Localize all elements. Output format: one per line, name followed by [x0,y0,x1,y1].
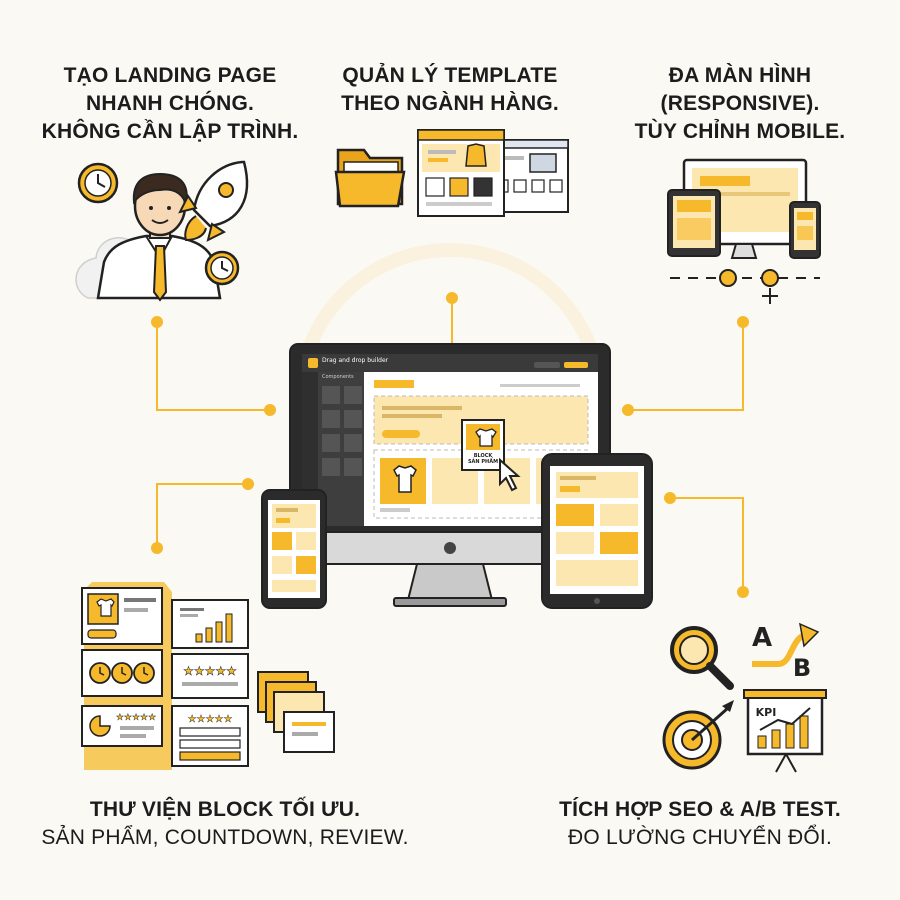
svg-text:★★★★★: ★★★★★ [116,713,156,723]
kpi-label: KPI [756,706,777,719]
clock-icon [77,162,240,286]
dragged-product-block [461,419,521,492]
builder-panel-label: Components [322,374,354,380]
form-block-icon: ★★★★★ [171,705,249,767]
feature-template-management: QUẢN LÝ TEMPLATE THEO NGÀNH HÀNG. [300,62,600,118]
magnifier-icon [670,626,734,690]
block-label: BLOCK SẢN PHẨM [462,453,504,465]
slider-icon [670,269,820,304]
connector-bottom-left [156,483,248,548]
connector-top-right [628,322,744,411]
stacked-cards-icon [257,671,335,753]
tablet-icon [667,189,721,257]
kpi-board-icon: KPI [743,689,827,773]
ab-label-b: B [793,654,811,682]
builder-app-title: Drag and drop builder [322,357,389,364]
feature-template-line-2: THEO NGÀNH HÀNG. [341,92,559,115]
svg-text:★★★★★: ★★★★★ [183,664,237,678]
review-block-icon: ★★★★★ ★★★★★ [81,653,249,747]
phone-icon [789,201,821,259]
feature-responsive-line-1: ĐA MÀN HÌNH [668,64,812,87]
svg-text:★★★★★: ★★★★★ [188,714,233,725]
phone-device [261,489,327,609]
chart-block-icon [171,599,249,649]
countdown-block-icon [81,649,163,697]
feature-seo-title: TÍCH HỢP SEO & A/B TEST. [559,798,841,821]
feature-fast-line-3: KHÔNG CẦN LẬP TRÌNH. [41,120,299,143]
ab-test-icon: A B [752,622,820,682]
connector-bottom-right [670,497,744,592]
feature-seo-subtitle: ĐO LƯỜNG CHUYỂN ĐỔI. [568,826,832,849]
feature-block-subtitle: SẢN PHẨM, COUNTDOWN, REVIEW. [41,826,409,849]
block-label-line-2: SẢN PHẨM [467,459,499,465]
block-label-line-1: BLOCK [473,453,493,459]
feature-template-line-1: QUẢN LÝ TEMPLATE [342,64,558,87]
feature-seo-ab-test: TÍCH HỢP SEO & A/B TEST. ĐO LƯỜNG CHUYỂN… [520,796,880,852]
connector-dots [151,292,749,598]
feature-responsive-line-2: (RESPONSIVE). [660,92,820,115]
ab-label-a: A [752,623,772,653]
feature-fast-line-2: NHANH CHÓNG. [85,92,255,115]
rocket-icon [178,160,249,242]
feature-responsive: ĐA MÀN HÌNH (RESPONSIVE). TÙY CHỈNH MOBI… [600,62,880,146]
target-icon [662,700,734,770]
template-preview-icon [417,129,569,217]
feature-responsive-line-3: TÙY CHỈNH MOBILE. [634,120,846,143]
feature-block-title: THƯ VIỆN BLOCK TỐI ƯU. [89,798,361,821]
connector-top-left [156,322,270,411]
feature-block-library: THƯ VIỆN BLOCK TỐI ƯU. SẢN PHẨM, COUNTDO… [20,796,430,852]
folder-icon [334,148,406,208]
feature-fast-landing-page: TẠO LANDING PAGE NHANH CHÓNG. KHÔNG CẦN … [20,62,320,146]
feature-fast-line-1: TẠO LANDING PAGE [63,64,277,87]
connector-lines [156,298,744,592]
tablet-device [541,453,653,609]
businessman-icon [75,172,222,302]
